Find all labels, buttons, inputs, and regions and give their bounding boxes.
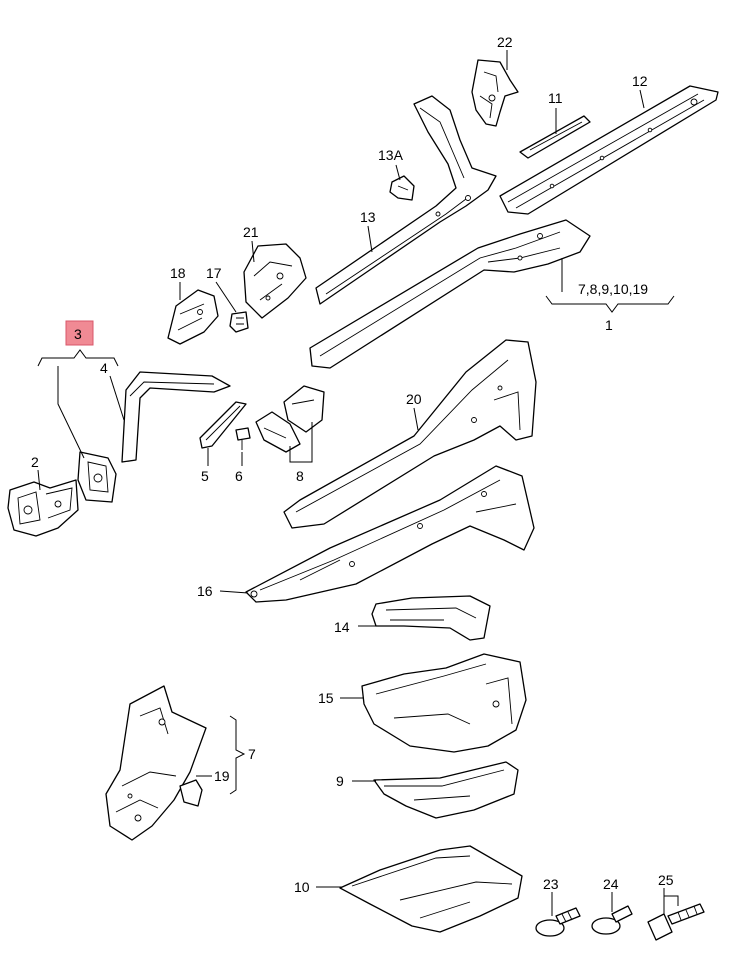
highlight-3 bbox=[65, 320, 94, 346]
label-8: 8 bbox=[296, 468, 304, 484]
part-13A bbox=[389, 175, 415, 201]
part-3-plate bbox=[77, 451, 117, 503]
label-6: 6 bbox=[235, 468, 243, 484]
part-19 bbox=[179, 779, 203, 807]
leader-21 bbox=[251, 240, 255, 263]
label-16: 16 bbox=[197, 583, 213, 599]
brace-3 bbox=[37, 349, 119, 367]
part-17 bbox=[229, 311, 249, 333]
part-9 bbox=[373, 761, 519, 819]
label-5: 5 bbox=[201, 468, 209, 484]
part-23 bbox=[535, 907, 581, 937]
leader-12 bbox=[639, 89, 645, 109]
label-18: 18 bbox=[170, 265, 186, 281]
leader-25 bbox=[663, 888, 679, 914]
part-24 bbox=[591, 905, 633, 935]
label-15: 15 bbox=[318, 690, 334, 706]
part-2 bbox=[7, 479, 79, 537]
part-16 bbox=[245, 465, 535, 603]
brace-group-1 bbox=[545, 295, 675, 313]
label-22: 22 bbox=[497, 34, 513, 50]
part-4 bbox=[121, 371, 231, 463]
label-19: 19 bbox=[214, 768, 230, 784]
label-group-7-19: 7,8,9,10,19 bbox=[578, 281, 648, 297]
part-15 bbox=[361, 653, 527, 753]
label-21: 21 bbox=[243, 224, 259, 240]
label-17: 17 bbox=[206, 265, 222, 281]
label-14: 14 bbox=[334, 619, 350, 635]
leader-17 bbox=[215, 281, 237, 313]
leader-13 bbox=[367, 225, 373, 253]
part-8 bbox=[255, 385, 325, 453]
leader-2 bbox=[37, 469, 41, 491]
part-22 bbox=[471, 59, 519, 127]
part-10 bbox=[339, 845, 523, 933]
label-20: 20 bbox=[406, 391, 422, 407]
label-12: 12 bbox=[632, 73, 648, 89]
label-11: 11 bbox=[548, 90, 563, 106]
label-24: 24 bbox=[603, 876, 619, 892]
brace-7 bbox=[229, 715, 246, 795]
leader-8 bbox=[289, 422, 313, 463]
label-2: 2 bbox=[31, 454, 39, 470]
leader-13A bbox=[395, 164, 401, 181]
part-6 bbox=[235, 427, 251, 450]
label-9: 9 bbox=[336, 773, 344, 789]
part-12 bbox=[499, 85, 719, 215]
part-25 bbox=[647, 903, 705, 941]
leader-4 bbox=[109, 375, 125, 421]
label-3: 3 bbox=[74, 326, 82, 342]
leader-20 bbox=[413, 407, 419, 431]
label-23: 23 bbox=[543, 876, 559, 892]
part-18 bbox=[167, 289, 219, 345]
part-20 bbox=[283, 339, 537, 529]
label-7: 7 bbox=[248, 746, 256, 762]
label-10: 10 bbox=[294, 879, 310, 895]
label-13A: 13A bbox=[378, 147, 404, 163]
label-1: 1 bbox=[605, 317, 613, 333]
label-25: 25 bbox=[658, 872, 674, 888]
leader-16 bbox=[219, 590, 249, 594]
part-21 bbox=[243, 243, 307, 319]
label-4: 4 bbox=[100, 360, 108, 376]
label-13: 13 bbox=[360, 209, 376, 225]
part-7-assembly bbox=[105, 685, 207, 841]
leader-3 bbox=[57, 366, 85, 459]
part-13 bbox=[315, 95, 497, 305]
part-11 bbox=[519, 115, 591, 159]
part-14 bbox=[371, 595, 491, 641]
part-sill bbox=[309, 219, 591, 369]
part-5 bbox=[199, 401, 247, 449]
